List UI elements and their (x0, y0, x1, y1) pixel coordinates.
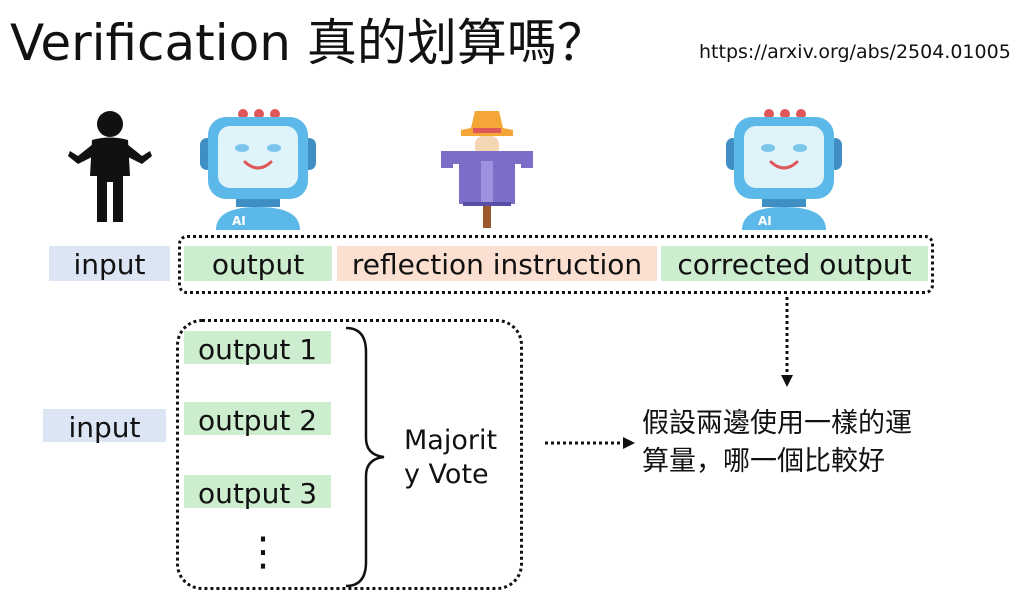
page-title: Verification 真的划算嗎？ (10, 14, 607, 72)
majority-vote-label: Majorit y Vote (404, 424, 514, 492)
reflection-instruction-chip: reflection instruction (337, 246, 657, 281)
robot-ai-icon: AI (726, 109, 842, 230)
majority-vote-line1: Majorit (404, 425, 498, 456)
row1-input-chip: input (49, 246, 170, 281)
comparison-question: 假設兩邊使用一樣的運 算量，哪一個比較好 (642, 405, 912, 481)
person-shrugging-icon (68, 111, 152, 222)
corrected-output-chip: corrected output (661, 246, 928, 281)
majority-vote-line2: y Vote (404, 459, 489, 490)
row1-output-chip: output (184, 246, 332, 281)
robot-ai-icon: AI (200, 109, 316, 230)
output-3-chip: output 3 (184, 475, 331, 510)
robot-badge-text: AI (758, 214, 772, 228)
right-arrow (545, 437, 635, 449)
curly-brace (345, 326, 385, 588)
question-line1: 假設兩邊使用一樣的運 (642, 408, 912, 439)
row2-dotted-box (176, 319, 523, 590)
question-line2: 算量，哪一個比較好 (642, 446, 885, 477)
robot-badge-text: AI (232, 214, 246, 228)
row1-dotted-box (178, 235, 934, 294)
down-arrow (781, 297, 793, 387)
row2-input-chip: input (43, 409, 166, 444)
source-url[interactable]: https://arxiv.org/abs/2504.01005 (699, 41, 1011, 63)
scarecrow-icon (441, 111, 533, 228)
output-2-chip: output 2 (184, 402, 331, 437)
ellipsis-mark: ⋮ (243, 529, 283, 575)
output-1-chip: output 1 (184, 331, 331, 366)
